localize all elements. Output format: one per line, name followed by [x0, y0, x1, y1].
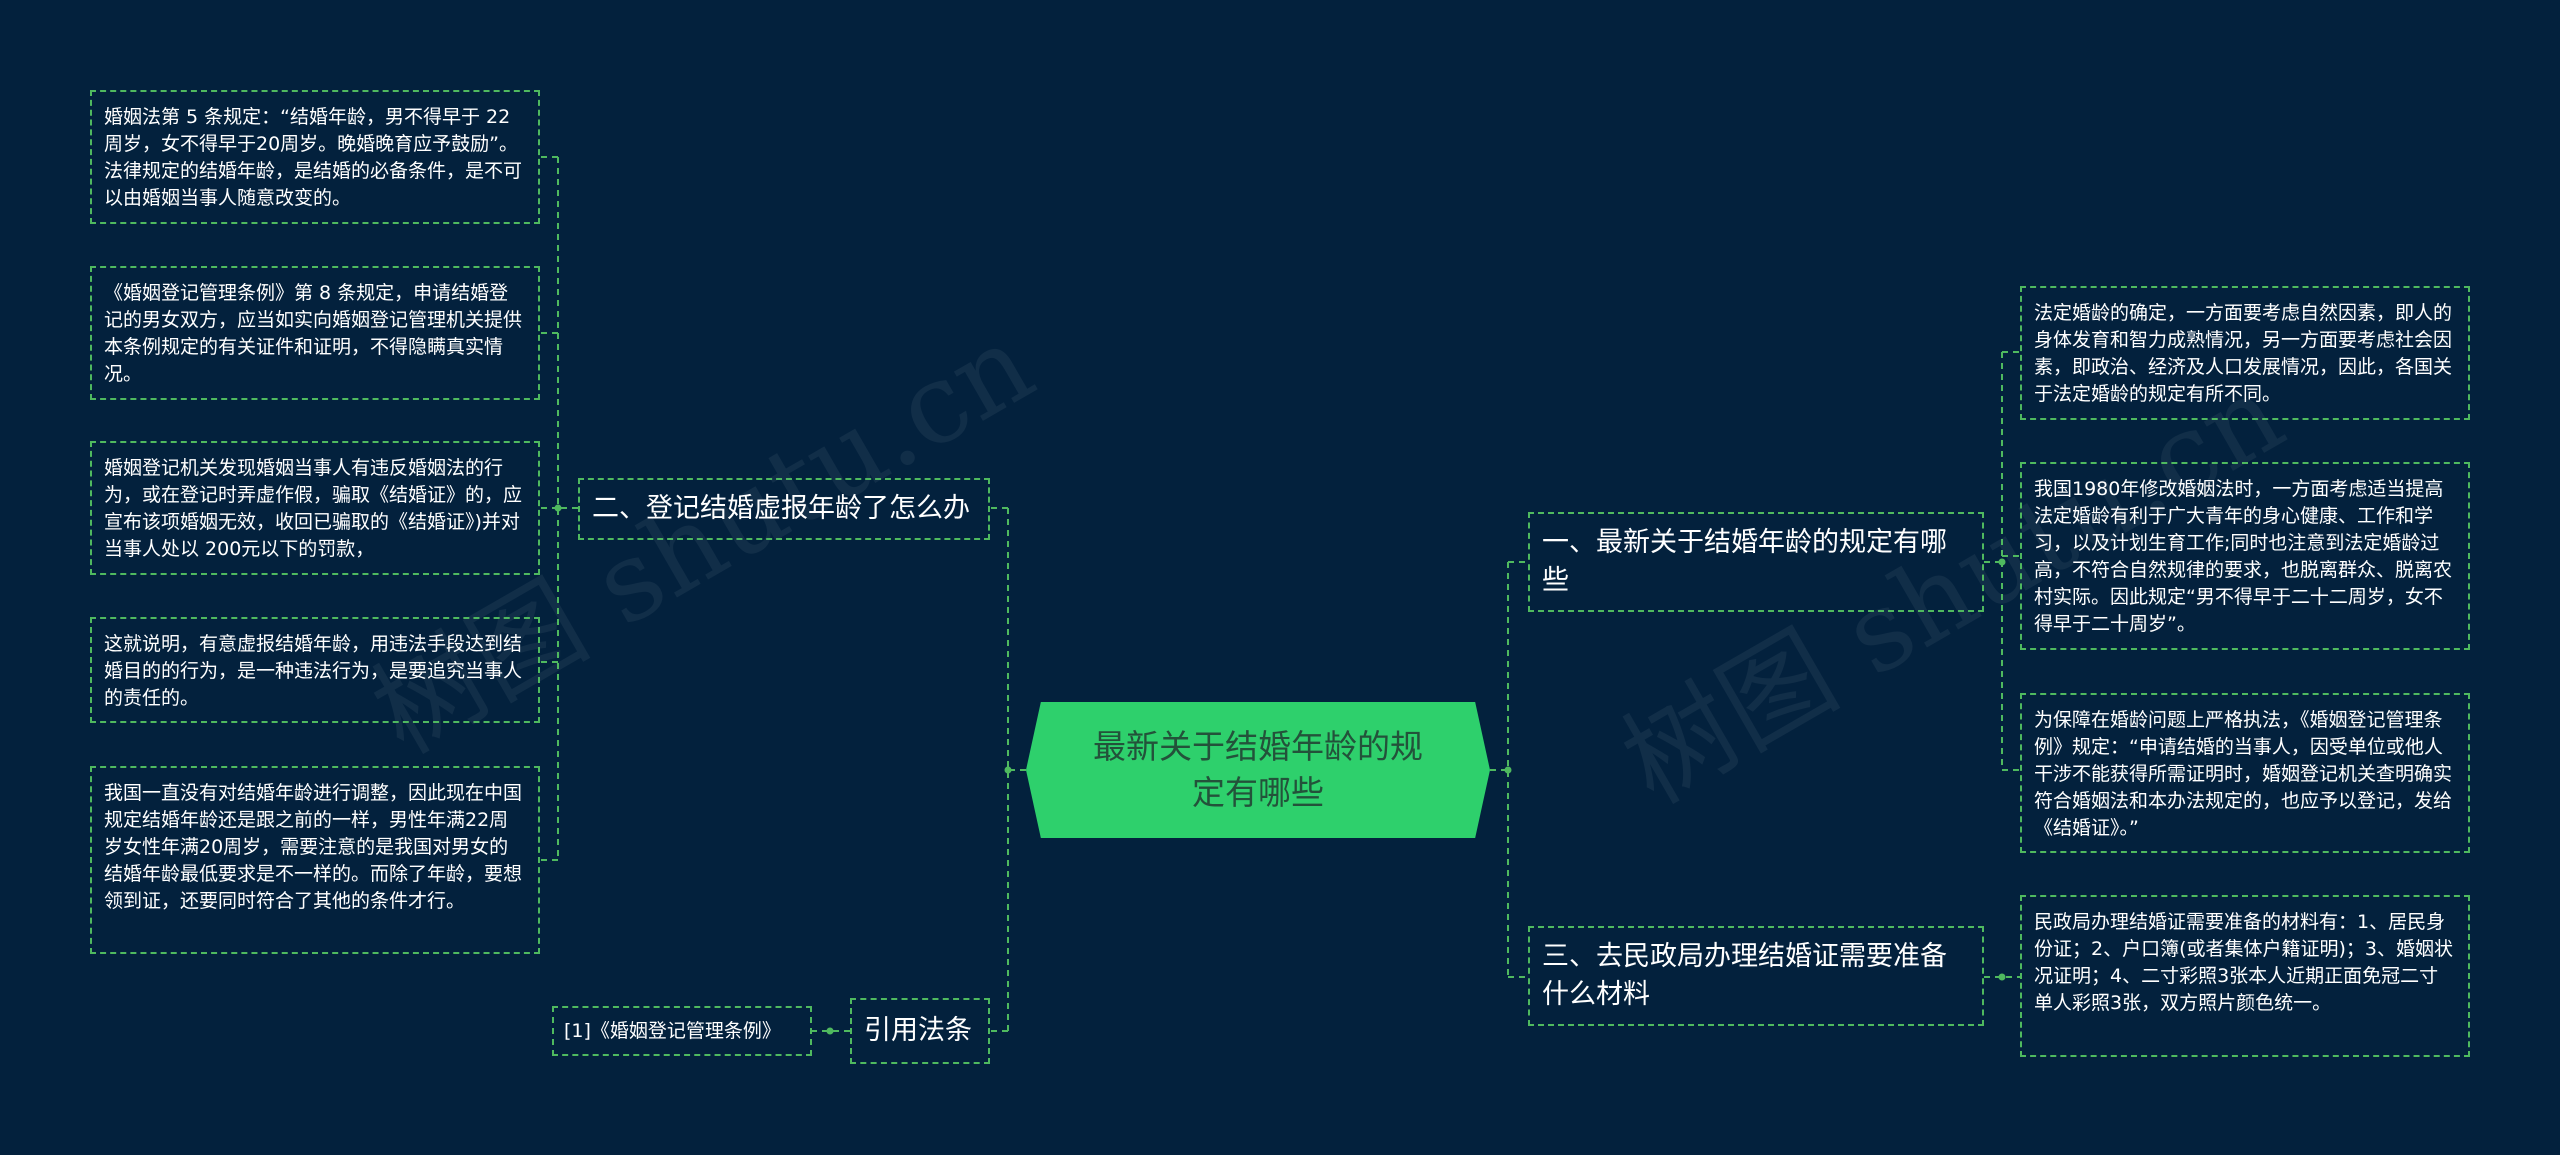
branch-required-materials[interactable]: 三、去民政局办理结婚证需要准备什么材料 [1528, 926, 1984, 1026]
leaf-1980-amendment[interactable]: 我国1980年修改婚姻法时，一方面考虑适当提高法定婚龄有利于广大青年的身心健康、… [2020, 462, 2470, 650]
leaf-cited-regulation[interactable]: [1]《婚姻登记管理条例》 [552, 1006, 812, 1056]
leaf-illegal-act-liability[interactable]: 这就说明，有意虚报结婚年龄，用违法手段达到结婚目的的行为，是一种违法行为，是要追… [90, 617, 540, 723]
branch-latest-marriage-age-rules[interactable]: 一、最新关于结婚年龄的规定有哪些 [1528, 512, 1984, 612]
leaf-legal-age-factors[interactable]: 法定婚龄的确定，一方面要考虑自然因素，即人的身体发育和智力成熟情况，另一方面要考… [2020, 286, 2470, 420]
root-node[interactable]: 最新关于结婚年龄的规定有哪些 [1026, 702, 1490, 838]
leaf-materials-list[interactable]: 民政局办理结婚证需要准备的材料有：1、居民身份证；2、户口簿(或者集体户籍证明)… [2020, 895, 2470, 1057]
branch-cited-laws[interactable]: 引用法条 [850, 998, 990, 1064]
leaf-invalid-marriage-penalty[interactable]: 婚姻登记机关发现婚姻当事人有违反婚姻法的行为，或在登记时弄虚作假，骗取《结婚证》… [90, 441, 540, 575]
branch-false-age-registration[interactable]: 二、登记结婚虚报年龄了怎么办 [578, 478, 990, 540]
leaf-registration-regulation-article-8[interactable]: 《婚姻登记管理条例》第 8 条规定，申请结婚登记的男女双方，应当如实向婚姻登记管… [90, 266, 540, 400]
leaf-marriage-law-article-5[interactable]: 婚姻法第 5 条规定：“结婚年龄，男不得早于 22 周岁，女不得早于20周岁。晚… [90, 90, 540, 224]
leaf-strict-enforcement[interactable]: 为保障在婚龄问题上严格执法，《婚姻登记管理条例》规定：“申请结婚的当事人，因受单… [2020, 693, 2470, 853]
leaf-current-age-requirement[interactable]: 我国一直没有对结婚年龄进行调整，因此现在中国规定结婚年龄还是跟之前的一样，男性年… [90, 766, 540, 954]
